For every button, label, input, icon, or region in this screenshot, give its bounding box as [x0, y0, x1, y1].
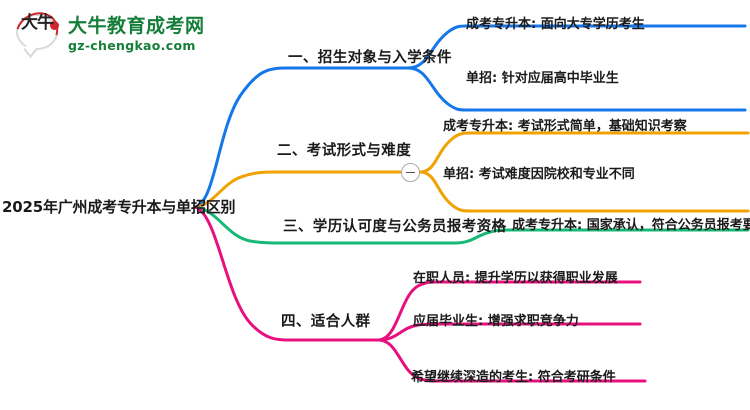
branch-3-connector: [193, 205, 750, 245]
logo-mark-icon: 大牛: [8, 4, 66, 60]
site-logo: 大牛 大牛教育成考网 gz-chengkao.com: [8, 4, 229, 60]
branch-2-connector: [193, 131, 750, 213]
root-node[interactable]: 2025年广州成考专升本与单招区别: [2, 198, 236, 216]
logo-mark-glyph: 大牛: [21, 13, 54, 33]
leaf-node-2-1[interactable]: 成考专升本: 考试形式简单，基础知识考察: [443, 119, 687, 134]
branch-node-1[interactable]: 一、招生对象与入学条件: [288, 50, 452, 66]
logo-title: 大牛教育成考网: [68, 15, 205, 37]
leaf-node-4-3[interactable]: 希望继续深造的考生: 符合考研条件: [411, 370, 616, 385]
leaf-node-1-1[interactable]: 成考专升本: 面向大专学历考生: [466, 17, 645, 32]
branch-node-3[interactable]: 三、学历认可度与公务员报考资格: [283, 219, 507, 235]
leaf-node-4-2[interactable]: 应届毕业生: 增强求职竞争力: [413, 314, 579, 329]
minus-circle-icon[interactable]: [401, 163, 420, 182]
branch-1-connector: [193, 24, 747, 209]
leaf-node-2-2[interactable]: 单招: 考试难度因院校和专业不同: [443, 167, 635, 182]
logo-subtitle: gz-chengkao.com: [68, 37, 196, 53]
branch-4-connector: [193, 205, 647, 383]
leaf-node-1-2[interactable]: 单招: 针对应届高中毕业生: [466, 71, 619, 86]
leaf-node-3-1[interactable]: 成考专升本: 国家承认，符合公务员报考要求: [512, 218, 750, 233]
branch-node-2[interactable]: 二、考试形式与难度: [277, 143, 412, 159]
branch-node-4[interactable]: 四、适合人群: [281, 314, 371, 330]
leaf-node-4-1[interactable]: 在职人员: 提升学历以获得职业发展: [413, 271, 618, 286]
